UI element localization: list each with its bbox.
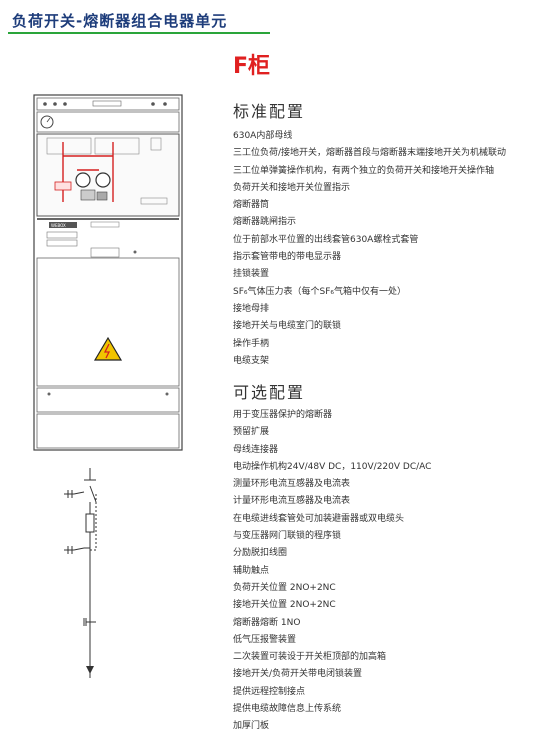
cabinet-plate-text: WEBOX <box>51 223 66 228</box>
optional-config-heading: 可选配置 <box>233 383 306 402</box>
list-item: 接地开关位置 2NO+2NC <box>233 600 336 611</box>
cabinet-label: F柜 <box>233 54 271 79</box>
list-item: 指示套管带电的带电显示器 <box>233 252 342 263</box>
list-item: SF₆气体压力表（每个SF₆气箱中仅有一处） <box>233 286 406 297</box>
list-item: 三工位单弹簧操作机构，有两个独立的负荷开关和接地开关操作轴 <box>233 165 495 176</box>
list-item: 630A内部母线 <box>233 131 293 141</box>
list-item: 负荷开关位置 2NO+2NC <box>233 582 336 593</box>
list-item: 预留扩展 <box>233 427 270 438</box>
single-line-diagram <box>64 468 97 678</box>
standard-config-list: 630A内部母线 三工位负荷/接地开关，熔断器首段与熔断器末端接地开关为机械联动… <box>233 128 506 370</box>
warning-icon <box>93 336 123 361</box>
list-item: 熔断器熔断 1NO <box>233 617 301 628</box>
pressure-gauge-icon <box>40 115 54 129</box>
list-item: 电缆支架 <box>233 355 270 366</box>
list-item: 接地母排 <box>233 303 270 314</box>
list-item: 接地开关/负荷开关带电闭锁装置 <box>233 669 363 680</box>
list-item: 辅助触点 <box>233 565 270 576</box>
list-item: 计量环形电流互感器及电流表 <box>233 496 351 507</box>
list-item: 熔断器筒 <box>233 200 270 211</box>
list-item: 用于变压器保护的熔断器 <box>233 410 333 420</box>
list-item: 与变压器网门联锁的程序锁 <box>233 531 342 542</box>
list-item: 二次装置可装设于开关柜顶部的加高箱 <box>233 652 387 663</box>
title-underline <box>8 32 270 34</box>
list-item: 加厚门板 <box>233 721 270 732</box>
list-item: 挂锁装置 <box>233 269 270 280</box>
cabinet-front-drawing: WEBOX <box>33 94 183 451</box>
list-item: 接地开关与电缆室门的联锁 <box>233 321 342 332</box>
page-title: 负荷开关-熔断器组合电器单元 <box>12 12 228 30</box>
list-item: 操作手柄 <box>233 338 270 349</box>
list-item: 提供电缆故障信息上传系统 <box>233 704 342 715</box>
list-item: 三工位负荷/接地开关，熔断器首段与熔断器末端接地开关为机械联动 <box>233 148 507 159</box>
list-item: 测量环形电流互感器及电流表 <box>233 479 351 490</box>
list-item: 电动操作机构24V/48V DC，110V/220V DC/AC <box>233 461 432 472</box>
list-item: 低气压报警装置 <box>233 634 297 645</box>
optional-config-list: 用于变压器保护的熔断器 预留扩展 母线连接器 电动操作机构24V/48V DC，… <box>233 407 431 736</box>
list-item: 位于前部水平位置的出线套管630A螺栓式套管 <box>233 234 419 245</box>
list-item: 分励脱扣线圈 <box>233 548 288 559</box>
list-item: 熔断器跳闸指示 <box>233 217 297 228</box>
list-item: 负荷开关和接地开关位置指示 <box>233 182 351 193</box>
list-item: 在电缆进线套管处可加装避雷器或双电缆头 <box>233 513 405 524</box>
list-item: 提供远程控制接点 <box>233 686 306 697</box>
standard-config-heading: 标准配置 <box>233 102 306 121</box>
list-item: 母线连接器 <box>233 444 279 455</box>
